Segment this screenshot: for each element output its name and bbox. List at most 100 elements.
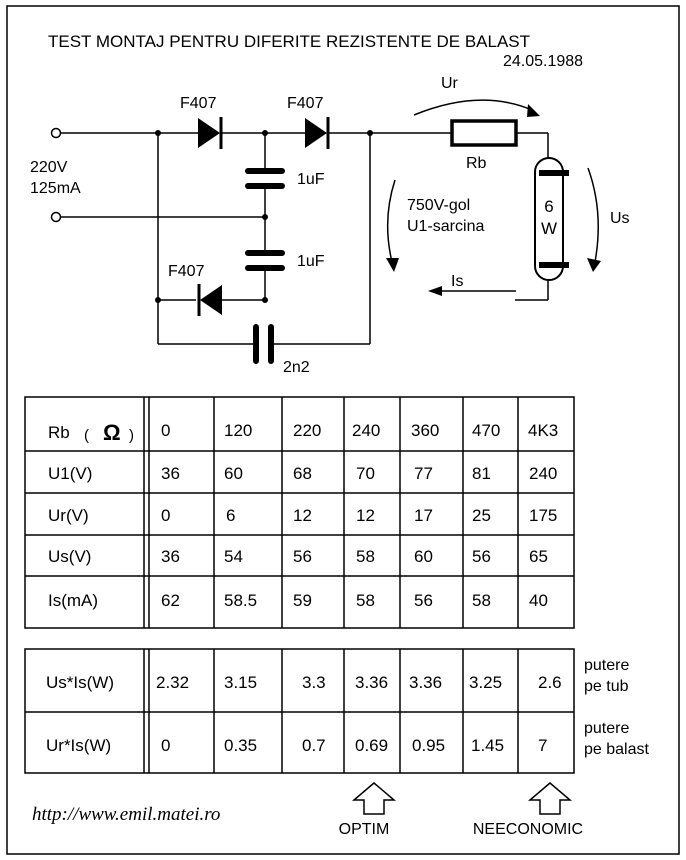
table-cell: 58 xyxy=(356,591,375,610)
table-cell: 3.25 xyxy=(469,673,502,692)
input-terminal-bottom xyxy=(50,211,62,223)
circuit-diagram xyxy=(50,127,549,345)
table-row: Ur*Is(W) 0 0.35 0.7 0.69 0.95 1.45 7 xyxy=(46,736,547,755)
capacitor-2-symbol xyxy=(245,250,285,271)
rb-column-header: 360 xyxy=(411,421,439,440)
website-url: http://www.emil.matei.ro xyxy=(32,804,220,825)
table-cell: 58 xyxy=(472,591,491,610)
resistor-label: Rb xyxy=(466,155,487,172)
u1-arrow-icon xyxy=(386,179,396,263)
tube-power-unit: W xyxy=(541,219,557,238)
table-row: Ur(V) 0 6 12 12 17 25 175 xyxy=(48,506,557,525)
table-cell: 240 xyxy=(529,464,557,483)
table-cell: 58.5 xyxy=(224,591,257,610)
measurement-table: Rb ( Ω ) 0 120 220 240 360 470 4K3 U1(V)… xyxy=(24,396,575,629)
neeconomic-label: NEECONOMIC xyxy=(473,821,583,838)
row-label: Us(V) xyxy=(48,547,91,566)
voltage-note-load: U1-sarcina xyxy=(407,218,484,235)
is-label: Is xyxy=(451,273,463,290)
voltage-note-open: 750V-gol xyxy=(407,197,470,214)
row-label: Ur*Is(W) xyxy=(46,736,111,755)
rb-column-headers: 0 120 220 240 360 470 4K3 xyxy=(161,421,558,440)
rb-header-label: Rb xyxy=(48,423,70,442)
input-terminal-top xyxy=(50,127,62,139)
table-cell: 2.6 xyxy=(538,673,562,692)
power-table: Us*Is(W) 2.32 3.15 3.3 3.36 3.36 3.25 2.… xyxy=(24,648,649,774)
table-cell: 3.36 xyxy=(355,673,388,692)
table-cell: 0.7 xyxy=(302,736,326,755)
neeconomic-arrow-icon xyxy=(527,782,573,815)
diode-3-symbol xyxy=(197,284,222,316)
optim-arrow-icon xyxy=(351,782,397,815)
ur-label: Ur xyxy=(441,75,459,92)
table-cell: 0.95 xyxy=(412,736,445,755)
diode-1-label: F407 xyxy=(180,95,217,112)
table-cell: 36 xyxy=(161,547,180,566)
tube-power-value: 6 xyxy=(544,197,553,216)
table-cell: 60 xyxy=(414,547,433,566)
sheet-date: 24.05.1988 xyxy=(503,53,583,70)
row-label: Is(mA) xyxy=(48,591,98,610)
ur-arrow-icon xyxy=(413,99,533,116)
power-ballast-note-2: pe balast xyxy=(584,741,649,758)
table-cell: 0.35 xyxy=(224,736,257,755)
table-row: Us*Is(W) 2.32 3.15 3.3 3.36 3.36 3.25 2.… xyxy=(46,673,562,692)
rb-column-header: 240 xyxy=(352,421,380,440)
table-cell: 56 xyxy=(414,591,433,610)
row-label: Ur(V) xyxy=(48,506,89,525)
table-cell: 2.32 xyxy=(156,673,189,692)
input-current-label: 125mA xyxy=(30,180,81,197)
table-cell: 68 xyxy=(293,464,312,483)
table-cell: 59 xyxy=(293,591,312,610)
rb-column-header: 0 xyxy=(161,421,170,440)
capacitor-1-symbol xyxy=(245,168,285,189)
diode-2-symbol xyxy=(305,117,330,149)
table-cell: 3.36 xyxy=(409,673,442,692)
table-cell: 6 xyxy=(226,506,235,525)
row-label: U1(V) xyxy=(48,464,92,483)
table-cell: 0 xyxy=(161,506,170,525)
us-label: Us xyxy=(610,210,630,227)
rb-header-paren-close: ) xyxy=(129,427,134,444)
rb-column-header: 120 xyxy=(224,421,252,440)
table-cell: 40 xyxy=(529,591,548,610)
rb-header-paren-open: ( xyxy=(84,427,89,444)
rb-column-header: 220 xyxy=(293,421,321,440)
sheet-title: TEST MONTAJ PENTRU DIFERITE REZISTENTE D… xyxy=(48,32,530,51)
optim-label: OPTIM xyxy=(339,821,390,838)
rb-column-header: 470 xyxy=(472,421,500,440)
us-arrow-icon xyxy=(587,167,599,263)
table-cell: 54 xyxy=(224,547,243,566)
table-cell: 65 xyxy=(529,547,548,566)
resistor-symbol xyxy=(450,119,518,147)
power-tube-note: putere xyxy=(584,657,629,674)
capacitor-2-label: 1uF xyxy=(297,253,325,270)
input-voltage-label: 220V xyxy=(30,159,68,176)
table-cell: 3.3 xyxy=(302,673,326,692)
table-cell: 70 xyxy=(356,464,375,483)
capacitor-3-label: 2n2 xyxy=(283,359,310,376)
table-cell: 12 xyxy=(293,506,312,525)
sheet-border xyxy=(6,5,680,855)
diode-3-label: F407 xyxy=(168,263,205,280)
circuit-nodes xyxy=(155,130,373,303)
capacitor-1-label: 1uF xyxy=(297,171,325,188)
table-cell: 58 xyxy=(356,547,375,566)
table-row: U1(V) 36 60 68 70 77 81 240 xyxy=(48,464,557,483)
table-cell: 0.69 xyxy=(355,736,388,755)
table-cell: 81 xyxy=(472,464,491,483)
power-tube-note-2: pe tub xyxy=(584,678,629,695)
table-cell: 175 xyxy=(529,506,557,525)
table-cell: 12 xyxy=(356,506,375,525)
table-cell: 3.15 xyxy=(224,673,257,692)
table-cell: 62 xyxy=(161,591,180,610)
table-cell: 36 xyxy=(161,464,180,483)
table-row: Us(V) 36 54 56 58 60 56 65 xyxy=(48,547,548,566)
table-cell: 1.45 xyxy=(471,736,504,755)
ohm-icon: Ω xyxy=(103,420,121,445)
table-cell: 17 xyxy=(414,506,433,525)
table-cell: 0 xyxy=(161,736,170,755)
neon-tube-symbol xyxy=(534,157,569,281)
row-label: Us*Is(W) xyxy=(46,673,114,692)
table-row: Is(mA) 62 58.5 59 58 56 58 40 xyxy=(48,591,548,610)
